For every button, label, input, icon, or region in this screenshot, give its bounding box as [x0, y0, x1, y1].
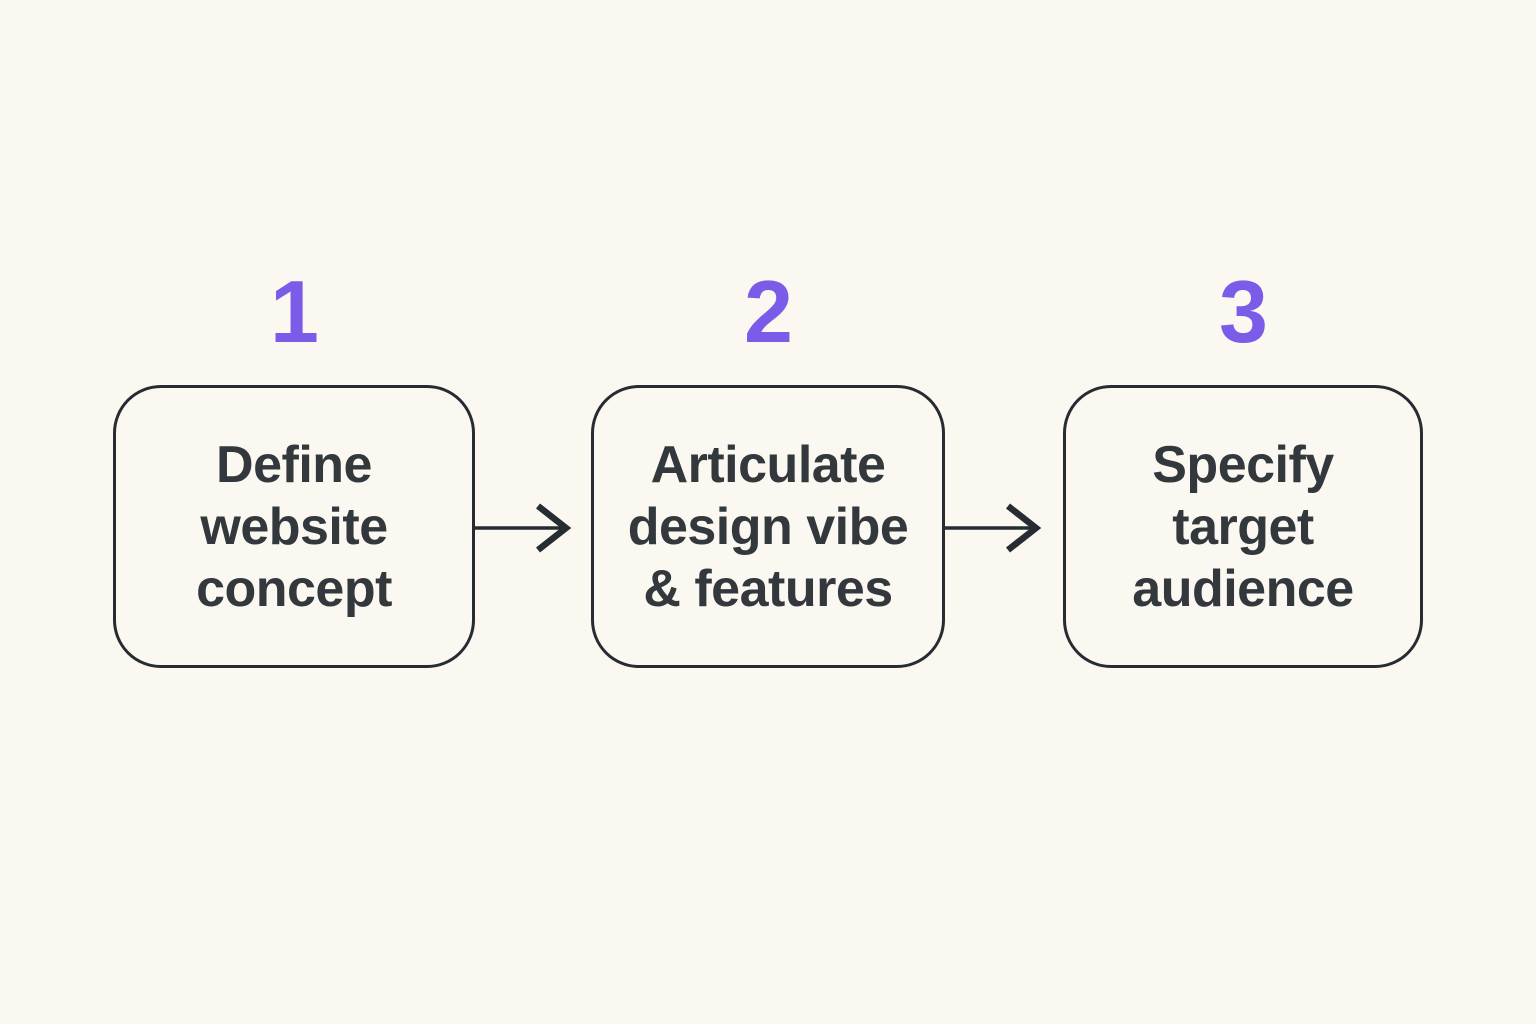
arrow-right-icon: [475, 503, 572, 553]
step-label-line: target: [1172, 497, 1314, 556]
step-box: Specify target audience: [1063, 385, 1423, 668]
step-number: 1: [270, 262, 319, 361]
step-articulate-design-vibe: 2 Articulate design vibe & features: [591, 262, 945, 668]
step-number: 2: [744, 262, 793, 361]
arrow-right-icon: [945, 503, 1042, 553]
step-number: 3: [1219, 262, 1268, 361]
step-label-line: design vibe: [627, 497, 909, 556]
step-label-line: Specify: [1152, 435, 1334, 494]
step-label-line: audience: [1132, 559, 1354, 618]
step-label-line: website: [200, 497, 388, 556]
step-label-line: concept: [196, 559, 392, 618]
step-label-line: Define: [216, 435, 372, 494]
step-box: Define website concept: [113, 385, 475, 668]
step-box: Articulate design vibe & features: [591, 385, 945, 668]
step-label-line: & features: [643, 559, 893, 618]
step-label-line: Articulate: [650, 435, 886, 494]
step-define-website-concept: 1 Define website concept: [113, 262, 475, 668]
step-specify-target-audience: 3 Specify target audience: [1063, 262, 1423, 668]
